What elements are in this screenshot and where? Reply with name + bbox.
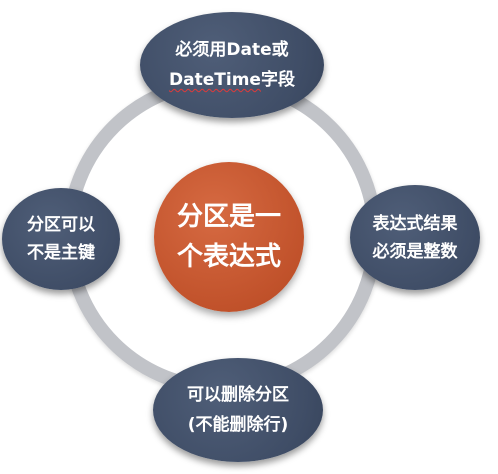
center-circle: 分区是一 个表达式 <box>154 162 304 312</box>
node-top-line-2-rest: 字段 <box>260 70 295 90</box>
node-left-line-2: 不是主键 <box>27 243 95 263</box>
node-top: 必须用Date或 DateTime字段 <box>140 12 324 118</box>
node-left-line-1: 分区可以 <box>27 215 95 235</box>
node-top-underlined-text: DateTime <box>169 70 261 90</box>
node-bottom-line-2: (不能删除行) <box>187 415 289 435</box>
node-right-line-2: 必须是整数 <box>372 241 458 262</box>
center-line-2: 个表达式 <box>176 242 281 272</box>
node-right-line-1: 表达式结果 <box>372 213 458 234</box>
node-right: 表达式结果 必须是整数 <box>350 185 480 290</box>
node-top-line-2: DateTime字段 <box>169 65 295 95</box>
center-line-1: 分区是一 <box>176 202 281 232</box>
node-bottom-line-1: 可以删除分区 <box>187 385 289 405</box>
node-bottom: 可以删除分区 (不能删除行) <box>153 358 323 462</box>
node-top-line-1: 必须用Date或 <box>175 40 289 60</box>
node-left: 分区可以 不是主键 <box>2 188 120 290</box>
